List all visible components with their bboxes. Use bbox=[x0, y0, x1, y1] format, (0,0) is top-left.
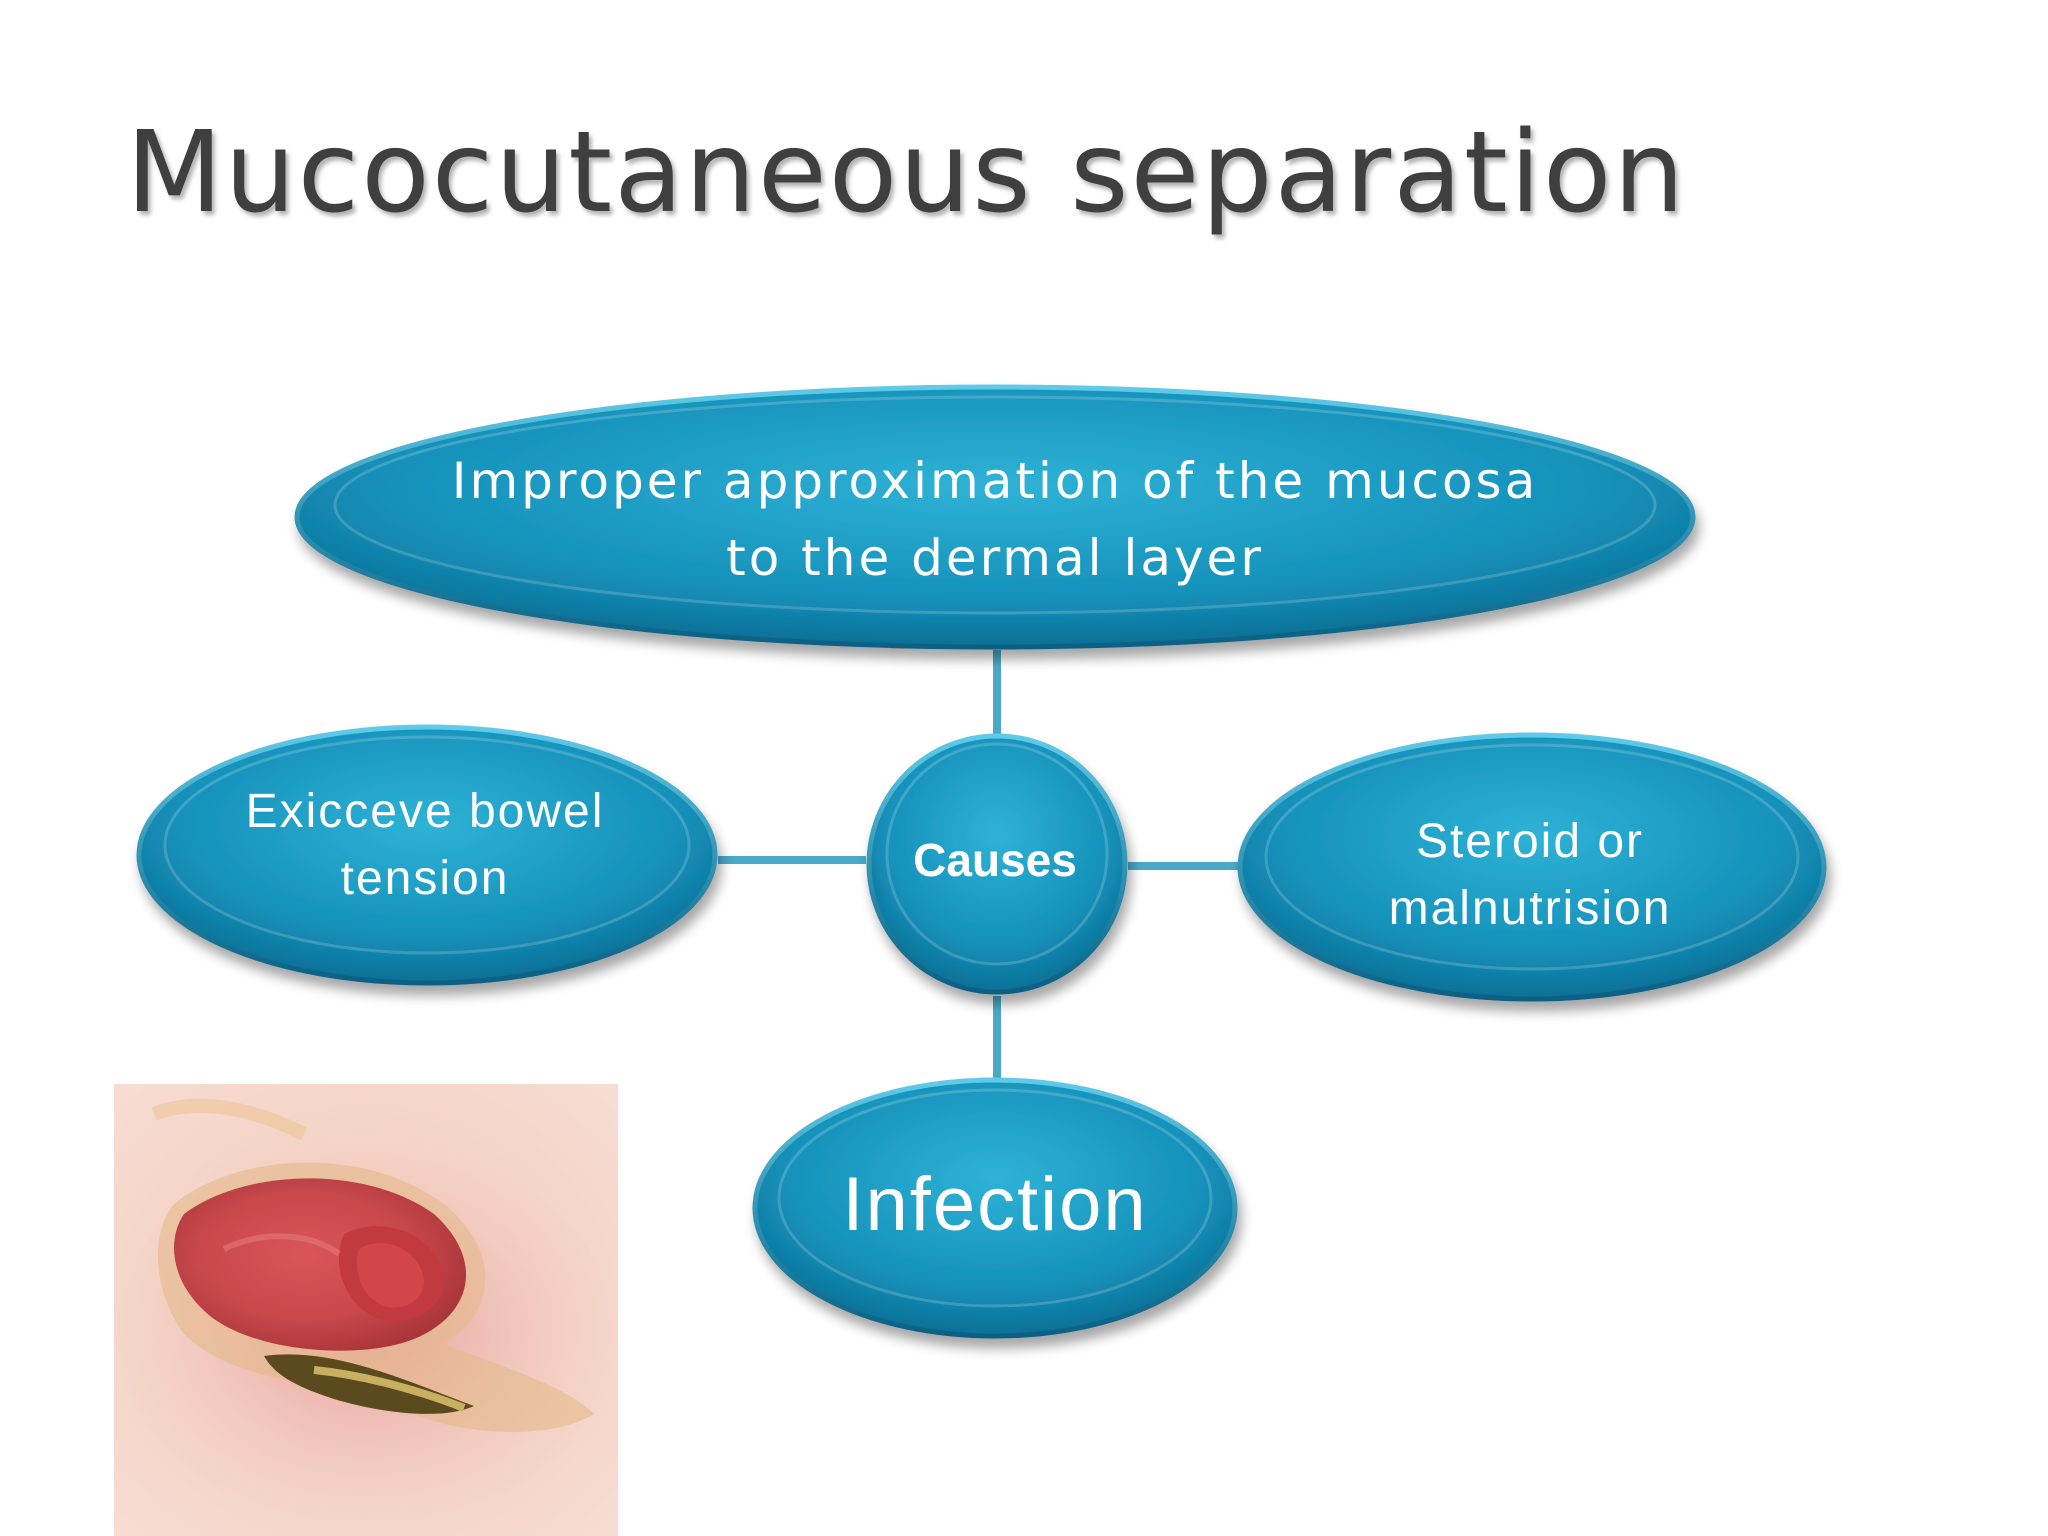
node-left bbox=[136, 724, 718, 986]
node-bottom bbox=[752, 1077, 1238, 1339]
node-left-label: Exicceve bowel tension bbox=[245, 784, 605, 905]
node-right bbox=[1237, 732, 1827, 1002]
connectors bbox=[718, 650, 1240, 1082]
node-bottom-label: Infection bbox=[842, 1161, 1148, 1247]
node-right-label: Steroid or malnutrision bbox=[1388, 814, 1672, 935]
node-center-label: Causes bbox=[913, 833, 1077, 886]
node-top-label: Improper approximation of the mucosa to … bbox=[451, 451, 1539, 588]
wound-photo bbox=[114, 1084, 618, 1536]
slide-title: Mucocutaneous separation bbox=[126, 108, 1687, 238]
node-top bbox=[294, 384, 1696, 650]
node-center bbox=[866, 733, 1128, 995]
